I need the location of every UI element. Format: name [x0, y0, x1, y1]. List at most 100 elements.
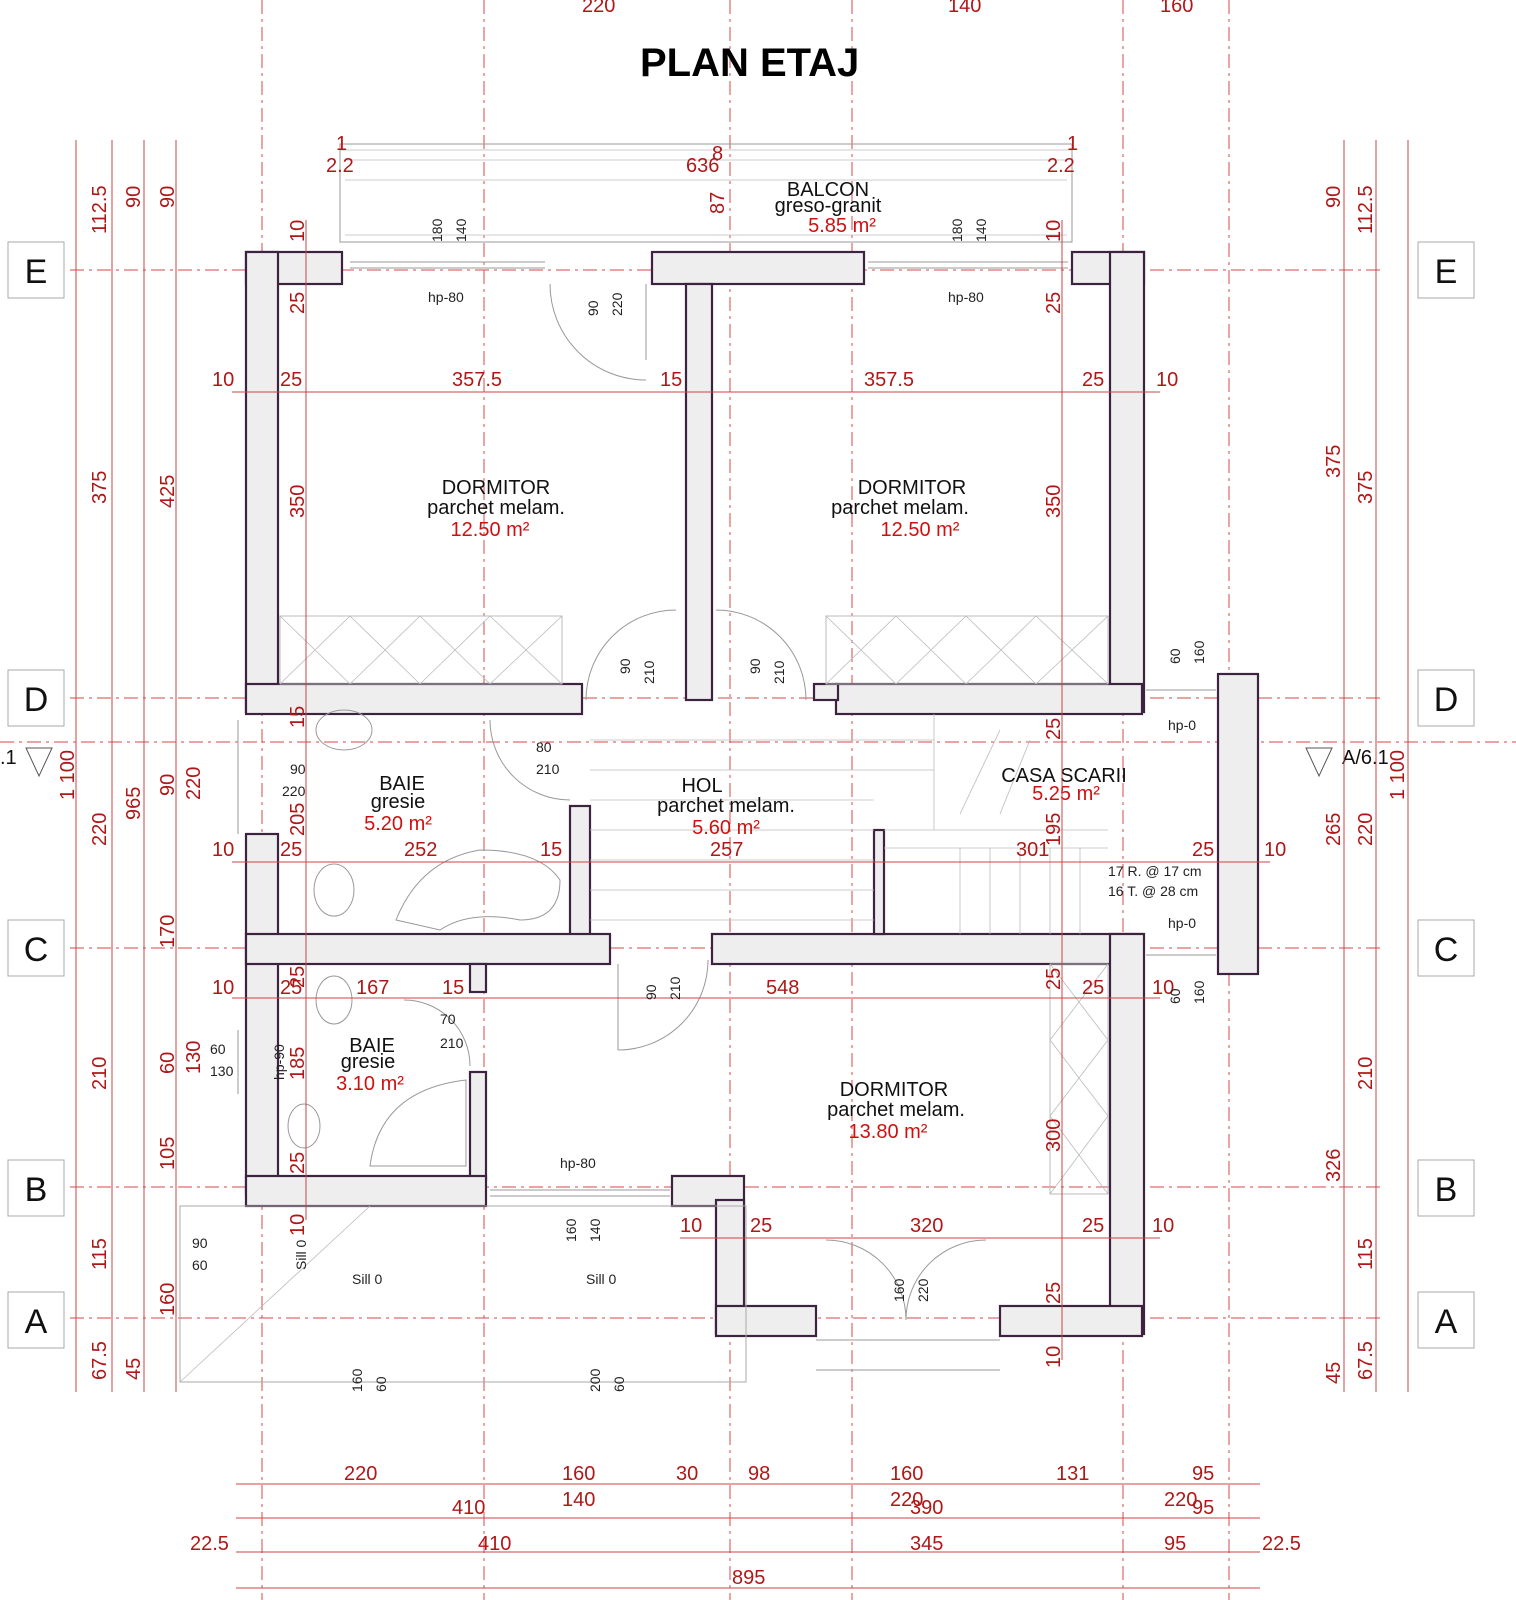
svg-text:350: 350 [287, 485, 309, 518]
bottom-total: 895 [732, 1567, 765, 1589]
svg-text:357.5: 357.5 [864, 369, 914, 391]
svg-text:180: 180 [429, 218, 445, 242]
svg-text:70: 70 [440, 1011, 456, 1027]
plan-title: PLAN ETAJ [640, 41, 859, 85]
room-finish-balcon: greso-granit [775, 195, 882, 217]
svg-text:357.5: 357.5 [452, 369, 502, 391]
axis-label-a-right: A [1417, 1291, 1475, 1349]
room-name-dormitor-3: DORMITOR [840, 1079, 949, 1101]
svg-text:210: 210 [667, 976, 683, 1000]
section-marker-right: A/6.1 [1342, 747, 1389, 769]
svg-text:C: C [24, 931, 49, 969]
room-finish-hol: parchet melam. [657, 795, 795, 817]
svg-text:160: 160 [1191, 640, 1207, 664]
svg-text:210: 210 [641, 660, 657, 684]
svg-text:301: 301 [1016, 839, 1049, 861]
svg-text:22.5: 22.5 [190, 1533, 229, 1555]
svg-text:E: E [25, 253, 48, 291]
balcony: 1 2.2 636 8 2.2 1 87 [326, 133, 1078, 243]
svg-text:220: 220 [183, 767, 205, 800]
room-name-casa-scarii: CASA SCARII [1001, 765, 1127, 787]
svg-text:90: 90 [192, 1235, 208, 1251]
svg-text:410: 410 [452, 1497, 485, 1519]
svg-text:25: 25 [287, 1152, 309, 1174]
window-tag: hp-80 [560, 1155, 596, 1171]
svg-text:220: 220 [1355, 813, 1377, 846]
svg-text:185: 185 [287, 1047, 309, 1080]
svg-text:D: D [1434, 681, 1459, 719]
svg-text:25: 25 [750, 1215, 772, 1237]
svg-text:25: 25 [280, 369, 302, 391]
svg-text:220: 220 [344, 1463, 377, 1485]
svg-text:B: B [1435, 1171, 1458, 1209]
svg-text:375: 375 [1323, 445, 1345, 478]
window-tags: hp-80 hp-80 hp-0 hp-0 hp-80 hp-90 Sill 0… [271, 289, 1196, 1287]
balcony-dim: 1 [1067, 133, 1078, 155]
svg-text:160: 160 [1191, 980, 1207, 1004]
svg-text:25: 25 [1082, 1215, 1104, 1237]
svg-text:30: 30 [676, 1463, 698, 1485]
window-tag: hp-80 [428, 289, 464, 305]
walls [244, 250, 1260, 1338]
svg-text:90: 90 [617, 658, 633, 674]
balcony-dim: 8 [712, 143, 723, 165]
window-tag: hp-0 [1168, 717, 1196, 733]
svg-text:95: 95 [1192, 1463, 1214, 1485]
svg-text:548: 548 [766, 977, 799, 999]
svg-text:167: 167 [356, 977, 389, 999]
svg-text:320: 320 [910, 1215, 943, 1237]
svg-text:160: 160 [563, 1218, 579, 1242]
svg-text:425: 425 [157, 475, 179, 508]
window-tag: hp-80 [948, 289, 984, 305]
balcony-dim: 2.2 [1047, 155, 1075, 177]
room-finish-dormitor-2: parchet melam. [831, 497, 969, 519]
svg-text:115: 115 [1355, 1238, 1377, 1270]
bottom-dimensions: 220 160 30 98 160 131 95 140 220 220 410… [190, 1463, 1301, 1589]
svg-text:131: 131 [1056, 1463, 1089, 1485]
room-area-baie-2: 3.10 m² [336, 1073, 404, 1095]
inner-dimensions: 10 25 357.5 15 357.5 25 10 10 25 252 15 … [212, 369, 1286, 1239]
room-area-dormitor-3: 13.80 m² [849, 1121, 928, 1143]
svg-text:A: A [1435, 1303, 1458, 1341]
svg-text:25: 25 [1043, 1282, 1065, 1304]
svg-text:90: 90 [585, 300, 601, 316]
svg-text:180: 180 [949, 218, 965, 242]
svg-text:25: 25 [280, 839, 302, 861]
svg-text:10: 10 [287, 1214, 309, 1236]
svg-text:25: 25 [287, 292, 309, 314]
doors [403, 283, 987, 1321]
svg-text:140: 140 [587, 1218, 603, 1242]
svg-text:60: 60 [192, 1257, 208, 1273]
svg-text:326: 326 [1323, 1149, 1345, 1182]
svg-text:90: 90 [157, 774, 179, 796]
svg-text:210: 210 [440, 1035, 464, 1051]
svg-text:90: 90 [123, 186, 145, 208]
right-dimensions: 90 375 265 326 45 112.5 375 1 100 220 21… [1323, 140, 1409, 1392]
axis-label-a-left: A [7, 1291, 65, 1349]
svg-text:265: 265 [1323, 813, 1345, 846]
svg-text:25: 25 [1192, 839, 1214, 861]
svg-text:345: 345 [910, 1533, 943, 1555]
svg-text:10: 10 [1152, 977, 1174, 999]
svg-text:67.5: 67.5 [89, 1341, 111, 1380]
svg-text:60: 60 [157, 1052, 179, 1074]
svg-text:220: 220 [1164, 1489, 1197, 1511]
svg-text:160: 160 [890, 1463, 923, 1485]
room-area-hol: 5.60 m² [692, 817, 760, 839]
svg-text:10: 10 [212, 977, 234, 999]
room-area-baie-1: 5.20 m² [364, 813, 432, 835]
svg-text:210: 210 [89, 1057, 111, 1090]
top-dim: 140 [948, 0, 981, 17]
room-finish-baie-2: gresie [341, 1051, 395, 1073]
svg-text:25: 25 [287, 966, 309, 988]
axis-label-e-right: E [1417, 241, 1475, 299]
window-tag: hp-0 [1168, 915, 1196, 931]
svg-text:67.5: 67.5 [1355, 1341, 1377, 1380]
room-area-casa-scarii: 5.25 m² [1032, 783, 1100, 805]
axis-label-d-left: D [7, 669, 65, 727]
window-tag: hp-90 [271, 1044, 287, 1080]
svg-text:195: 195 [1043, 813, 1065, 846]
room-area-dormitor-2: 12.50 m² [881, 519, 960, 541]
stair-treads: 16 T. @ 28 cm [1108, 883, 1198, 899]
